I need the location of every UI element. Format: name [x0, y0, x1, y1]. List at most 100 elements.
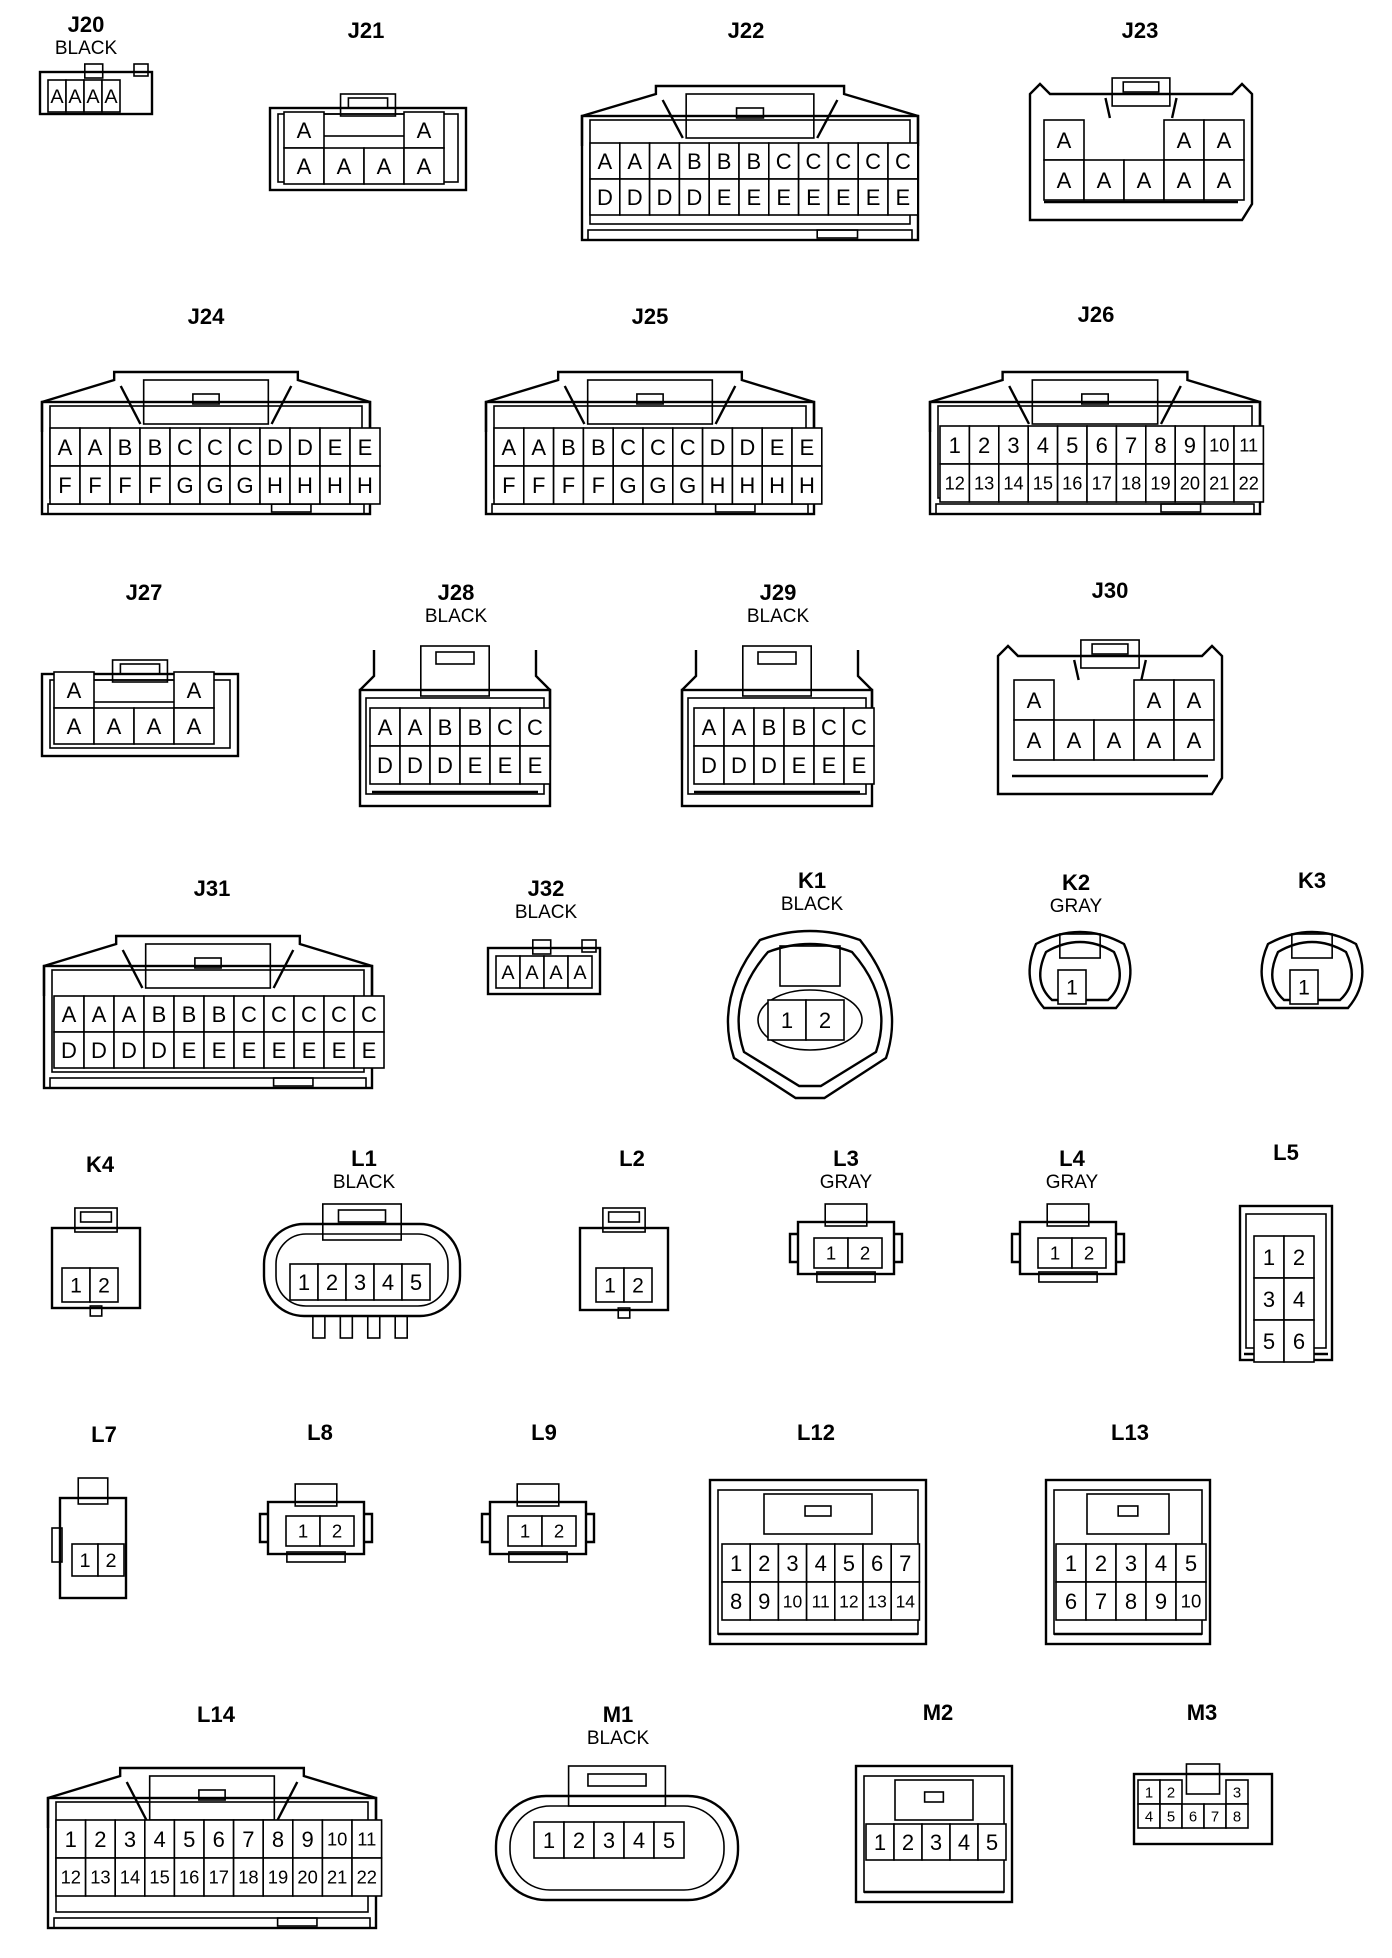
pin-label: 8	[1154, 433, 1166, 458]
pin-label: 7	[1211, 1809, 1219, 1825]
pin-label: A	[1057, 128, 1072, 153]
pin-label: C	[776, 149, 792, 174]
pin-label: 8	[730, 1589, 742, 1614]
connector-label: K4	[86, 1152, 115, 1177]
pin-cell	[203, 1819, 235, 1859]
pin-label: 1	[1145, 1785, 1153, 1801]
pin-label: C	[271, 1002, 287, 1027]
connector-label: L12	[797, 1420, 835, 1445]
connector-label: K1	[798, 868, 826, 893]
pin-label: 22	[1239, 474, 1259, 494]
pin-label: C	[650, 435, 666, 460]
pin-cell	[1085, 1581, 1117, 1621]
pin-label: G	[176, 473, 193, 498]
connector-label: J28	[438, 580, 475, 605]
pin-label: G	[206, 473, 223, 498]
pin-label: 1	[949, 433, 961, 458]
pin-cell	[53, 707, 95, 745]
connector-label: K2	[1062, 870, 1090, 895]
pin-label: A	[62, 1002, 77, 1027]
pin-cell	[109, 465, 141, 505]
pin-label: A	[297, 154, 312, 179]
pin-label: A	[1067, 728, 1082, 753]
pin-label: D	[657, 185, 673, 210]
pin-label: C	[865, 149, 881, 174]
pin-cell	[1115, 463, 1147, 503]
pin-label: 17	[1092, 474, 1112, 494]
pin-label: G	[620, 473, 637, 498]
pin-label: D	[731, 753, 747, 778]
pin-label: 4	[1037, 433, 1049, 458]
pin-label: 15	[149, 1867, 169, 1888]
pin-label: E	[242, 1038, 257, 1063]
pin-cell	[1093, 719, 1135, 761]
pin-label: 9	[301, 1827, 313, 1852]
pin-label: H	[799, 473, 815, 498]
pin-label: D	[701, 753, 717, 778]
pin-label: 8	[1233, 1809, 1241, 1825]
connector-color: BLACK	[587, 1728, 650, 1749]
pin-cell	[1043, 119, 1085, 161]
pin-label: 17	[209, 1867, 229, 1888]
pin-cell	[289, 1263, 319, 1301]
pin-cell	[203, 1857, 235, 1897]
pin-label: 5	[1263, 1329, 1275, 1354]
pin-cell	[1053, 719, 1095, 761]
connector-label: J22	[728, 18, 765, 43]
pin-label: E	[896, 185, 911, 210]
pin-cell	[1203, 159, 1245, 201]
connector-label: L14	[197, 1702, 236, 1727]
connector-color: BLACK	[333, 1172, 396, 1193]
pin-label: 1	[604, 1275, 616, 1298]
pin-cell	[847, 1237, 883, 1269]
pin-cell	[977, 1823, 1007, 1861]
pin-cell	[589, 178, 621, 216]
pin-label: 4	[1155, 1551, 1167, 1576]
pin-label: F	[58, 473, 71, 498]
pin-label: B	[438, 715, 453, 740]
pin-label: 1	[1050, 1243, 1060, 1264]
pin-cell	[767, 142, 800, 180]
pin-label: C	[177, 435, 193, 460]
pin-cell	[671, 465, 704, 505]
pin-label: A	[408, 715, 423, 740]
connector-label: L13	[1111, 1420, 1149, 1445]
pin-label: E	[528, 753, 543, 778]
pin-label: C	[497, 715, 513, 740]
connector-label: J29	[760, 580, 797, 605]
pin-cell	[173, 1857, 205, 1897]
pin-label: A	[1027, 728, 1042, 753]
pin-label: C	[301, 1002, 317, 1027]
pin-label: C	[806, 149, 822, 174]
pin-cell	[403, 147, 445, 185]
pin-label: H	[710, 473, 726, 498]
pin-label: 13	[90, 1867, 110, 1888]
pin-cell	[83, 995, 115, 1033]
pin-cell	[1203, 463, 1235, 503]
pin-label: E	[212, 1038, 227, 1063]
pin-label: 2	[98, 1275, 110, 1298]
pin-label: A	[187, 714, 202, 739]
pin-label: F	[148, 473, 161, 498]
pin-label: C	[851, 715, 867, 740]
pin-cell	[767, 178, 800, 216]
connector-label: J20	[68, 12, 105, 37]
pin-label: A	[122, 1002, 137, 1027]
pin-cell	[887, 178, 919, 216]
pin-cell	[843, 707, 875, 747]
pin-label: A	[1217, 168, 1232, 193]
pin-label: A	[297, 118, 312, 143]
pin-cell	[399, 745, 431, 785]
pin-cell	[1233, 463, 1265, 503]
pin-cell	[319, 1515, 355, 1547]
pin-label: B	[591, 435, 606, 460]
connector-color: BLACK	[425, 606, 488, 627]
pin-label: B	[148, 435, 163, 460]
pin-label: 1	[543, 1828, 555, 1853]
